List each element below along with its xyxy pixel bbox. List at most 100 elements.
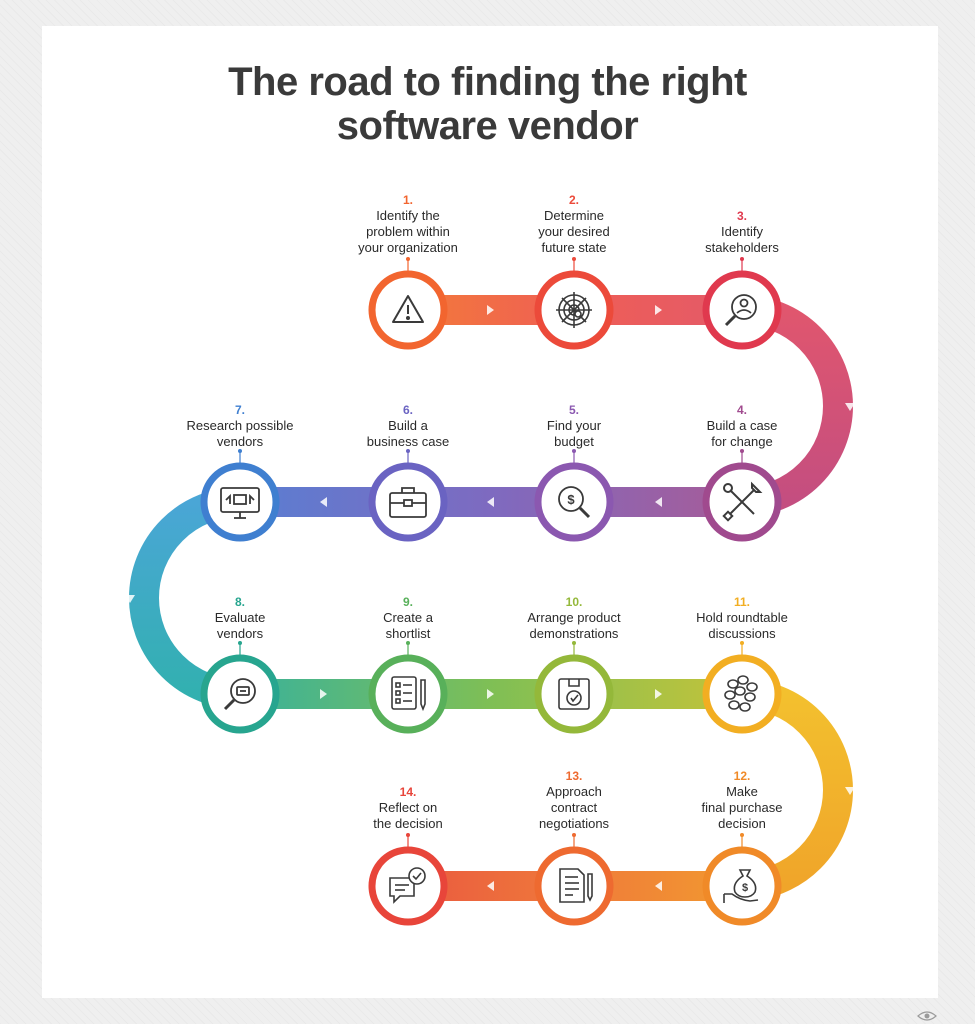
step-node-8 [200,654,280,734]
step-text: Hold roundtable discussions [696,610,788,641]
arrow-right-icon [655,689,662,699]
step-node-5: $ [534,462,614,542]
step-number: 7. [234,403,245,417]
svg-text:$: $ [742,882,748,894]
connector-4 [740,449,744,464]
step-label-14: 14. Reflect on the decision [328,784,488,832]
target-icon [556,292,592,328]
road-curve-1 [741,295,853,517]
step-text: Find your budget [546,418,602,449]
connector-11 [740,641,744,656]
step-label-13: 13. Approach contract negotiations [494,768,654,832]
group-icon [724,675,758,712]
step-node-4 [702,462,782,542]
connectors [238,257,744,848]
evaluate-icon [223,678,256,711]
contract-icon [559,868,593,903]
arrow-left-icon [655,497,662,507]
step-text: Arrange product demonstrations [527,610,621,641]
connector-13 [572,833,576,848]
step-node-6 [368,462,448,542]
arrow-down-icon [125,595,135,603]
eye-icon [917,1011,937,1021]
step-text: Identify stakeholders [705,224,779,255]
warning-icon [392,295,424,323]
step-number: 2. [568,193,579,207]
connector-12 [740,833,744,848]
checklist-icon [391,676,426,712]
step-text: Evaluate vendors [214,610,266,641]
arrow-down-icon [845,787,855,795]
connector-1 [406,257,410,272]
connector-6 [406,449,410,464]
connector-8 [238,641,242,656]
arrow-left-icon [320,497,327,507]
step-number: 1. [402,193,413,207]
arrow-left-icon [655,881,662,891]
step-node-7 [200,462,280,542]
step-label-1: 1. Identify the problem within your orga… [328,192,488,256]
step-number: 4. [736,403,747,417]
step-label-12: 12. Make final purchase decision [662,768,822,832]
connector-10 [572,641,576,656]
step-number: 5. [568,403,579,417]
connector-3 [740,257,744,272]
svg-text:$: $ [567,492,575,507]
arrow-right-icon [487,689,494,699]
step-text: Determine your desired future state [538,208,610,255]
person-search-icon [724,294,757,327]
step-number: 13. [565,769,583,783]
step-label-10: 10. Arrange product demonstrations [494,594,654,642]
step-label-5: 5. Find your budget [494,402,654,450]
step-number: 8. [234,595,245,609]
step-number: 11. [733,595,751,609]
connector-9 [406,641,410,656]
step-node-10 [534,654,614,734]
money-bag-icon: $ [723,869,759,903]
step-label-4: 4. Build a case for change [662,402,822,450]
step-number: 10. [565,595,583,609]
title-line-2: software vendor [336,104,639,148]
product-box-icon [558,678,590,710]
step-text: Build a business case [366,418,450,449]
step-node-12: $ [702,846,782,926]
step-label-3: 3. Identify stakeholders [662,208,822,256]
briefcase-icon [389,487,427,518]
step-node-2 [534,270,614,350]
step-number: 12. [733,769,751,783]
step-label-9: 9. Create a shortlist [328,594,488,642]
infographic-title: The road to finding the right software v… [0,60,975,148]
connector-2 [572,257,576,272]
step-number: 9. [402,595,413,609]
step-number: 6. [402,403,413,417]
step-text: Approach contract negotiations [538,784,610,831]
direction-arrows [125,305,855,891]
step-node-3 [702,270,782,350]
step-text: Build a case for change [706,418,778,449]
arrow-left-icon [487,497,494,507]
chat-check-icon [389,867,426,904]
step-number: 14. [399,785,417,799]
tools-icon [722,481,763,522]
step-label-6: 6. Build a business case [328,402,488,450]
arrow-left-icon [487,881,494,891]
step-label-8: 8. Evaluate vendors [160,594,320,642]
step-node-13 [534,846,614,926]
step-nodes: $ [200,270,782,926]
step-text: Research possible vendors [186,418,294,449]
step-node-11 [702,654,782,734]
connector-7 [238,449,242,464]
monitor-icon [220,487,260,519]
step-number: 3. [736,209,747,223]
step-text: Reflect on the decision [373,800,443,831]
arrow-down-icon [845,403,855,411]
step-label-7: 7. Research possible vendors [160,402,320,450]
step-text: Make final purchase decision [701,784,783,831]
step-text: Identify the problem within your organiz… [358,208,458,255]
step-node-14 [368,846,448,926]
road-curve-2 [129,487,241,709]
arrow-right-icon [320,689,327,699]
step-node-9 [368,654,448,734]
road-curve-3 [741,679,853,901]
